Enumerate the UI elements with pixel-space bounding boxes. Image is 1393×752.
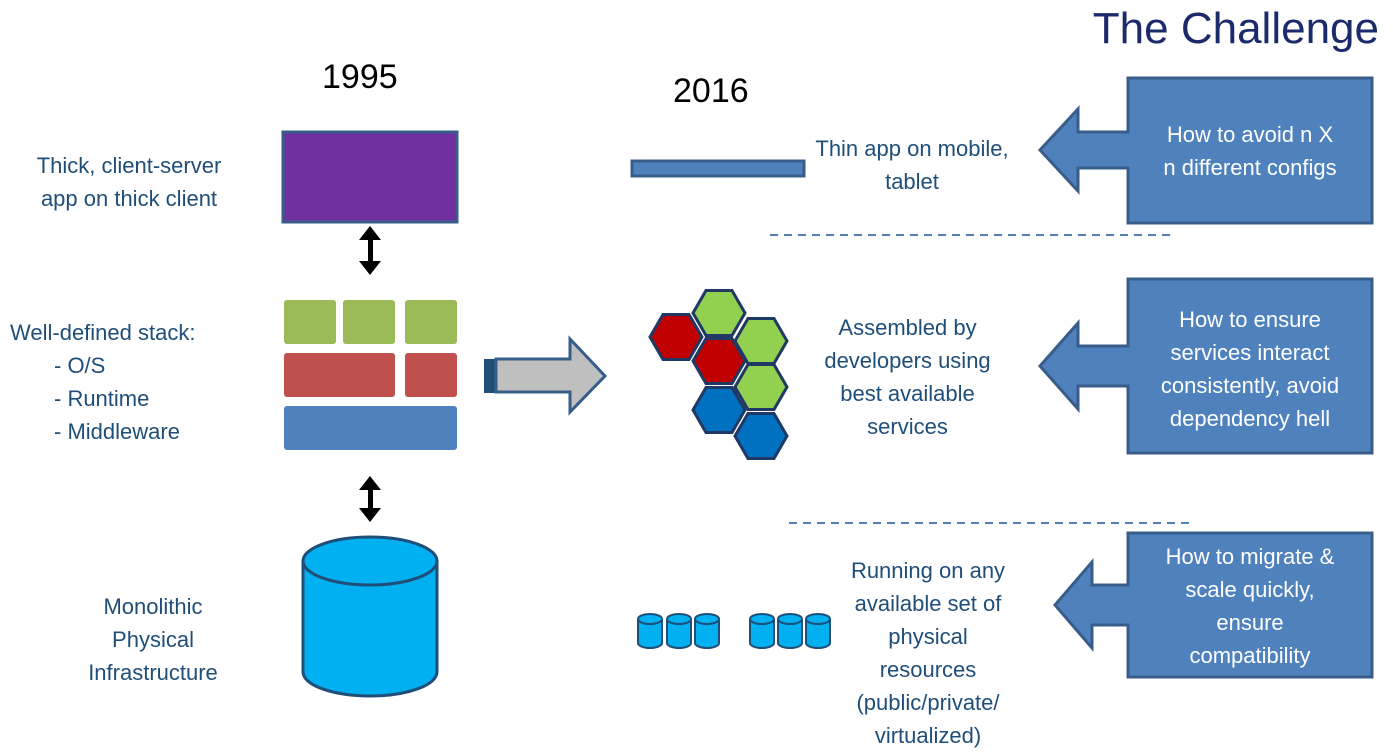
label-physical-resources: Running on any available set of physical… [850, 558, 1006, 748]
label-stack-middleware: - Middleware [54, 419, 180, 444]
page-title: The Challenge [1092, 4, 1379, 53]
year-2016: 2016 [673, 72, 749, 110]
thin-app-bar [630, 159, 806, 178]
hexagon [733, 412, 789, 460]
stack-block-green [284, 300, 336, 344]
stack-block-red [284, 353, 395, 397]
hexagon [733, 363, 789, 411]
hexagon [691, 337, 747, 385]
callout-configs-text: How to avoid n X n different configs [1163, 122, 1337, 180]
stack-block-blue [284, 406, 457, 450]
double-arrow-icon [359, 476, 381, 522]
right-arrow-icon [484, 335, 608, 416]
label-thick-app: Thick, client-server app on thick client [36, 153, 222, 211]
label-stack-title: Well-defined stack: [10, 320, 196, 345]
mini-database-icon [694, 613, 720, 649]
label-thin-app: Thin app on mobile, tablet [815, 136, 1009, 194]
double-arrow-icon [359, 226, 381, 275]
callout-services-text: How to ensure services interact consiste… [1160, 307, 1340, 431]
stack-block-green [405, 300, 457, 344]
thick-client-box [281, 130, 459, 224]
hexagon [648, 313, 704, 361]
mini-database-icon [749, 613, 775, 649]
hexagon [691, 289, 747, 337]
stack-block-green [343, 300, 395, 344]
mini-database-icon [666, 613, 692, 649]
mini-database-icon [805, 613, 831, 649]
hexagon-cluster-icon [648, 289, 789, 460]
mini-database-icon [637, 613, 663, 649]
label-stack-os: - O/S [54, 353, 106, 378]
mini-database-icon [777, 613, 803, 649]
hexagon [691, 386, 747, 434]
label-stack-runtime: - Runtime [54, 386, 150, 411]
callout-migrate [1053, 531, 1374, 679]
callout-services [1037, 277, 1374, 455]
label-assembled-services: Assembled by developers using best avail… [824, 315, 991, 439]
database-icon [301, 535, 439, 698]
callout-configs [1037, 76, 1374, 225]
year-1995: 1995 [322, 58, 398, 96]
mini-database-group [637, 613, 831, 649]
stack-block-red [405, 353, 457, 397]
stack-blocks [284, 300, 457, 450]
callout-migrate-text: How to migrate & scale quickly, ensure c… [1165, 544, 1335, 668]
label-monolithic-infra: Monolithic Physical Infrastructure [88, 594, 218, 685]
